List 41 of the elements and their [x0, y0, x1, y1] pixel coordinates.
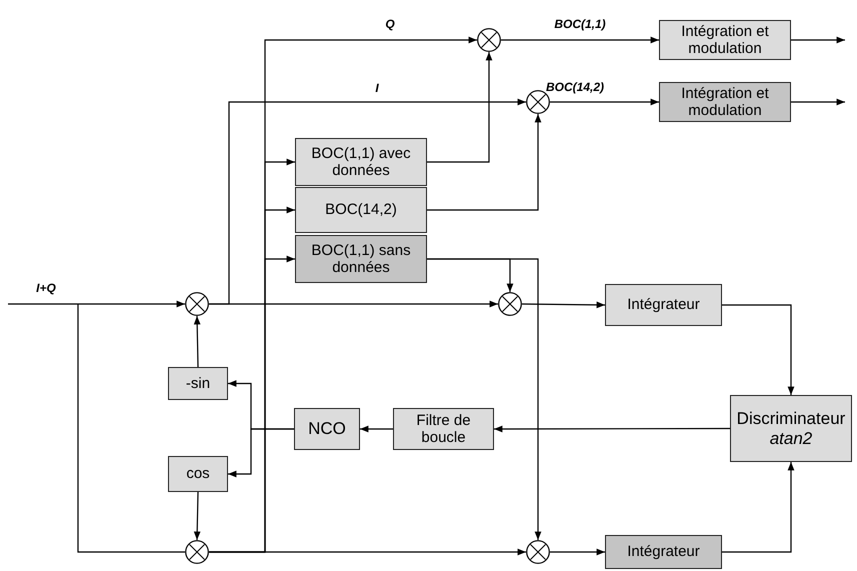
process-box: NCO [294, 408, 360, 450]
edge-label: BOC(1,1) [552, 18, 608, 30]
arrow [501, 36, 659, 44]
arrow [427, 114, 542, 211]
arrow [494, 426, 730, 432]
arrow [550, 98, 659, 106]
process-box: Intégrateur [605, 535, 722, 569]
process-box: BOC(1,1) avec données [295, 138, 427, 186]
arrow [360, 426, 393, 432]
arrow [427, 52, 492, 163]
arrow [791, 98, 845, 106]
edge-label: I [373, 82, 381, 94]
arrow [427, 258, 542, 540]
arrow [228, 428, 294, 478]
multiplier-symbol [526, 540, 550, 564]
process-box: Discriminateur atan2 [730, 395, 852, 462]
multiplier-symbol [185, 292, 209, 316]
arrow [8, 300, 185, 308]
process-box: -sin [168, 367, 228, 400]
process-box: BOC(1,1) sans données [295, 235, 427, 283]
multiplier-symbol [477, 28, 501, 52]
arrow [194, 316, 201, 368]
edge-label: BOC(14,2) [544, 81, 606, 93]
arrow [722, 462, 794, 553]
arrow [209, 98, 526, 305]
arrow [550, 548, 605, 556]
process-box: Intégrateur [605, 284, 722, 326]
arrow [791, 36, 845, 44]
multiplier-symbol [185, 540, 209, 564]
process-box: cos [168, 456, 228, 492]
process-box: Filtre de boucle [393, 408, 494, 450]
process-box: BOC(14,2) [295, 187, 427, 233]
process-box: Intégration et modulation [659, 20, 791, 60]
arrow [209, 548, 526, 556]
arrow [722, 304, 794, 395]
edge-label: Q [383, 18, 397, 30]
multiplier-symbol [498, 292, 522, 316]
arrow [194, 492, 201, 540]
process-box: Intégration et modulation [659, 82, 791, 122]
edge-label: I+Q [34, 282, 58, 294]
arrow [522, 302, 605, 308]
